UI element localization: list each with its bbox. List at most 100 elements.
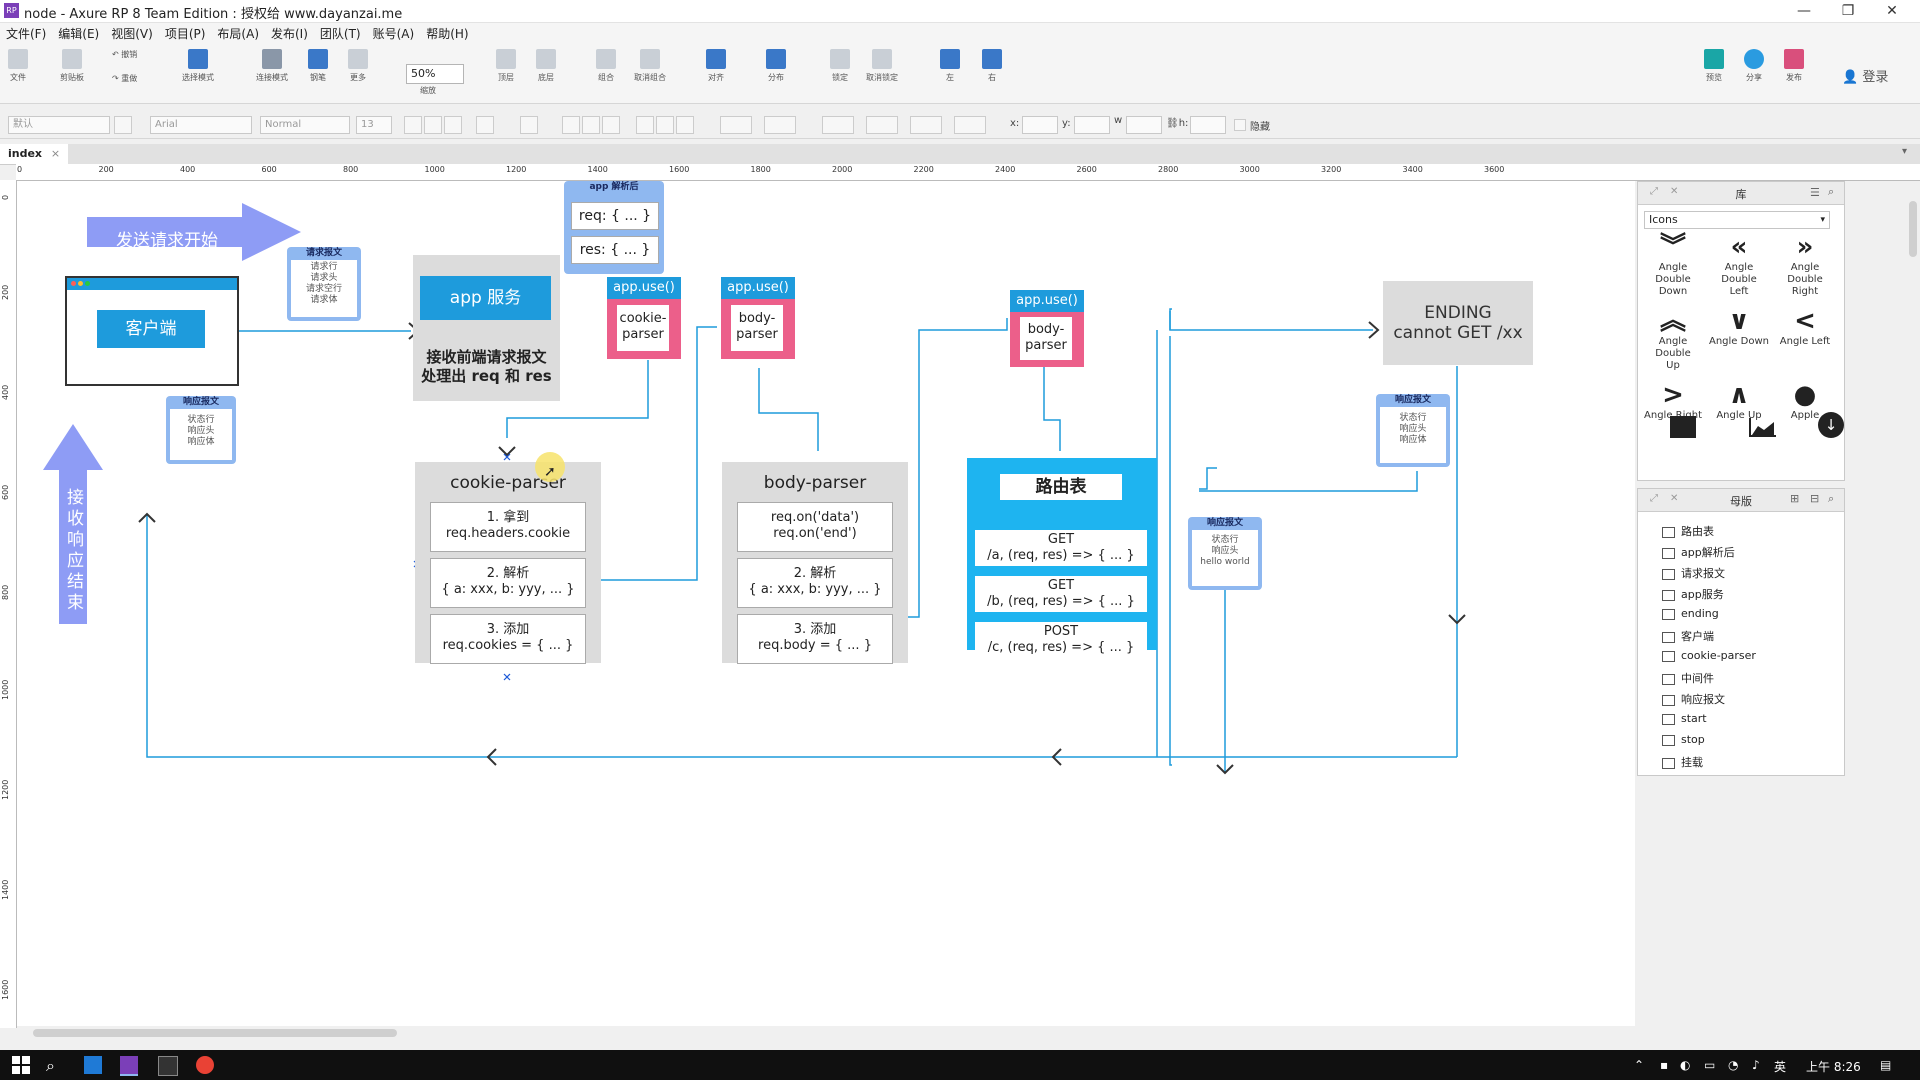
collapse-icon[interactable]: ⤢	[1650, 493, 1658, 504]
valign-bottom-button[interactable]	[676, 116, 694, 134]
library-icon-item[interactable]: ●Apple	[1772, 380, 1838, 422]
shadow-button[interactable]	[764, 116, 796, 134]
vertical-scrollbar[interactable]	[1906, 181, 1920, 1026]
y-input[interactable]	[1074, 116, 1110, 134]
format-painter-button[interactable]	[114, 116, 132, 134]
search-icon[interactable]: ⌕	[1828, 492, 1835, 505]
horizontal-scrollbar[interactable]	[17, 1026, 1635, 1040]
horizontal-scroll-thumb[interactable]	[33, 1029, 397, 1037]
restore-button[interactable]: ❐	[1841, 3, 1855, 19]
library-icon-item[interactable]: ∧Angle Up	[1706, 380, 1772, 422]
ungroup-button[interactable]: 取消组合	[634, 49, 666, 83]
font-color-button[interactable]	[476, 116, 494, 134]
more-button[interactable]: 更多	[348, 49, 368, 83]
master-item[interactable]: app服务	[1662, 586, 1724, 602]
add-folder-icon[interactable]: ⊟	[1810, 492, 1820, 505]
library-icon-item[interactable]: <Angle Left	[1772, 306, 1838, 348]
client-window[interactable]: 客户端	[65, 276, 239, 386]
right-panel-button[interactable]: 右	[982, 49, 1002, 83]
master-item[interactable]: cookie-parser	[1662, 649, 1756, 662]
master-item[interactable]: app解析后	[1662, 544, 1735, 560]
design-canvas[interactable]: 发送请求开始 接收响应结束 客户端 请求报文 请求行请求头请求空行请求体 响应报…	[17, 181, 1635, 1026]
font-select[interactable]: Arial	[150, 116, 252, 134]
master-item[interactable]: 客户端	[1662, 628, 1714, 644]
request-packet[interactable]: 请求报文 请求行请求头请求空行请求体	[287, 247, 361, 321]
arrow-circle-down-icon[interactable]: ↓	[1818, 412, 1844, 438]
redo-button[interactable]: ↷ 重做	[112, 74, 138, 83]
master-item[interactable]: stop	[1662, 733, 1705, 746]
archive-icon[interactable]	[1670, 416, 1696, 438]
w-input[interactable]	[1126, 116, 1162, 134]
master-item[interactable]: start	[1662, 712, 1707, 725]
login-button[interactable]: 👤 登录	[1842, 70, 1889, 85]
app-parsed-panel[interactable]: app 解析后 req: { ... } res: { ... }	[564, 181, 664, 274]
connect-mode-button[interactable]: 连接模式	[256, 49, 288, 83]
group-button[interactable]: 组合	[596, 49, 616, 83]
master-item[interactable]: 路由表	[1662, 523, 1714, 539]
bold-button[interactable]	[404, 116, 422, 134]
close-tab-icon[interactable]: ×	[50, 147, 61, 160]
app-use-tag-2[interactable]: app.use()	[721, 277, 795, 299]
ime-indicator[interactable]: 英	[1774, 1060, 1787, 1074]
library-icon-item[interactable]: ∨Angle Down	[1706, 306, 1772, 348]
notification-icon[interactable]: ▤	[1880, 1058, 1892, 1072]
pen-button[interactable]: 钢笔	[308, 49, 328, 83]
line-style-button[interactable]	[910, 116, 942, 134]
middleware-cookie-parser[interactable]: cookie-parser	[607, 299, 681, 359]
lock-button[interactable]: 锁定	[830, 49, 850, 83]
app-service-panel[interactable]: app 服务 接收前端请求报文处理出 req 和 res	[413, 255, 560, 401]
align-right-button[interactable]	[602, 116, 620, 134]
master-item[interactable]: ending	[1662, 607, 1719, 620]
line-color-button[interactable]	[822, 116, 854, 134]
bullet-button[interactable]	[520, 116, 538, 134]
windows-start-icon[interactable]	[12, 1056, 30, 1074]
menu-edit[interactable]: 编辑(E)	[58, 27, 100, 41]
distribute-button[interactable]: 分布	[766, 49, 786, 83]
tray-wifi-icon[interactable]: ◔	[1728, 1058, 1739, 1072]
master-item[interactable]: 响应报文	[1662, 691, 1725, 707]
menu-arrange[interactable]: 布局(A)	[217, 27, 259, 41]
valign-top-button[interactable]	[636, 116, 654, 134]
tray-app-icon[interactable]: ▪	[1660, 1058, 1669, 1072]
align-button[interactable]: 对齐	[706, 49, 726, 83]
tab-menu-icon[interactable]: ▾	[1902, 146, 1908, 157]
align-center-button[interactable]	[582, 116, 600, 134]
master-item[interactable]: 中间件	[1662, 670, 1714, 686]
library-icon-item[interactable]: >Angle Right	[1640, 380, 1706, 422]
tray-network-icon[interactable]: ◐	[1680, 1058, 1691, 1072]
middleware-body-parser-1[interactable]: body-parser	[721, 299, 795, 359]
fill-color-button[interactable]	[720, 116, 752, 134]
zoom-select[interactable]: 50%	[406, 64, 464, 84]
close-panel-icon[interactable]: ✕	[1670, 186, 1679, 197]
unlock-button[interactable]: 取消锁定	[866, 49, 898, 83]
send-bottom-button[interactable]: 底层	[536, 49, 556, 83]
style-select[interactable]: 默认	[8, 116, 110, 134]
master-item[interactable]: 挂载	[1662, 754, 1703, 770]
hidden-checkbox[interactable]	[1234, 119, 1246, 131]
search-icon[interactable]: ⌕	[46, 1056, 55, 1075]
close-button[interactable]: ✕	[1886, 3, 1898, 19]
preview-button[interactable]: 预览	[1704, 49, 1724, 83]
collapse-icon[interactable]: ⤢	[1650, 186, 1658, 197]
italic-button[interactable]	[424, 116, 442, 134]
close-panel-icon[interactable]: ✕	[1670, 493, 1679, 504]
vertical-scroll-thumb[interactable]	[1909, 201, 1917, 257]
arrow-style-button[interactable]	[954, 116, 986, 134]
end-arrow-shape[interactable]	[43, 424, 103, 624]
app-use-tag-1[interactable]: app.use()	[607, 277, 681, 299]
align-left-button[interactable]	[562, 116, 580, 134]
minimize-button[interactable]: —	[1797, 3, 1811, 19]
router-table[interactable]: 路由表 GET/a, (req, res) => { ... } GET/b, …	[967, 458, 1157, 658]
font-weight-select[interactable]: Normal	[260, 116, 350, 134]
h-input[interactable]	[1190, 116, 1226, 134]
area-chart-icon[interactable]	[1748, 416, 1778, 438]
menu-project[interactable]: 项目(P)	[164, 27, 206, 41]
middleware-body-parser-2[interactable]: body-parser	[1010, 312, 1084, 367]
valign-middle-button[interactable]	[656, 116, 674, 134]
search-icon[interactable]: ⌕	[1828, 185, 1835, 198]
